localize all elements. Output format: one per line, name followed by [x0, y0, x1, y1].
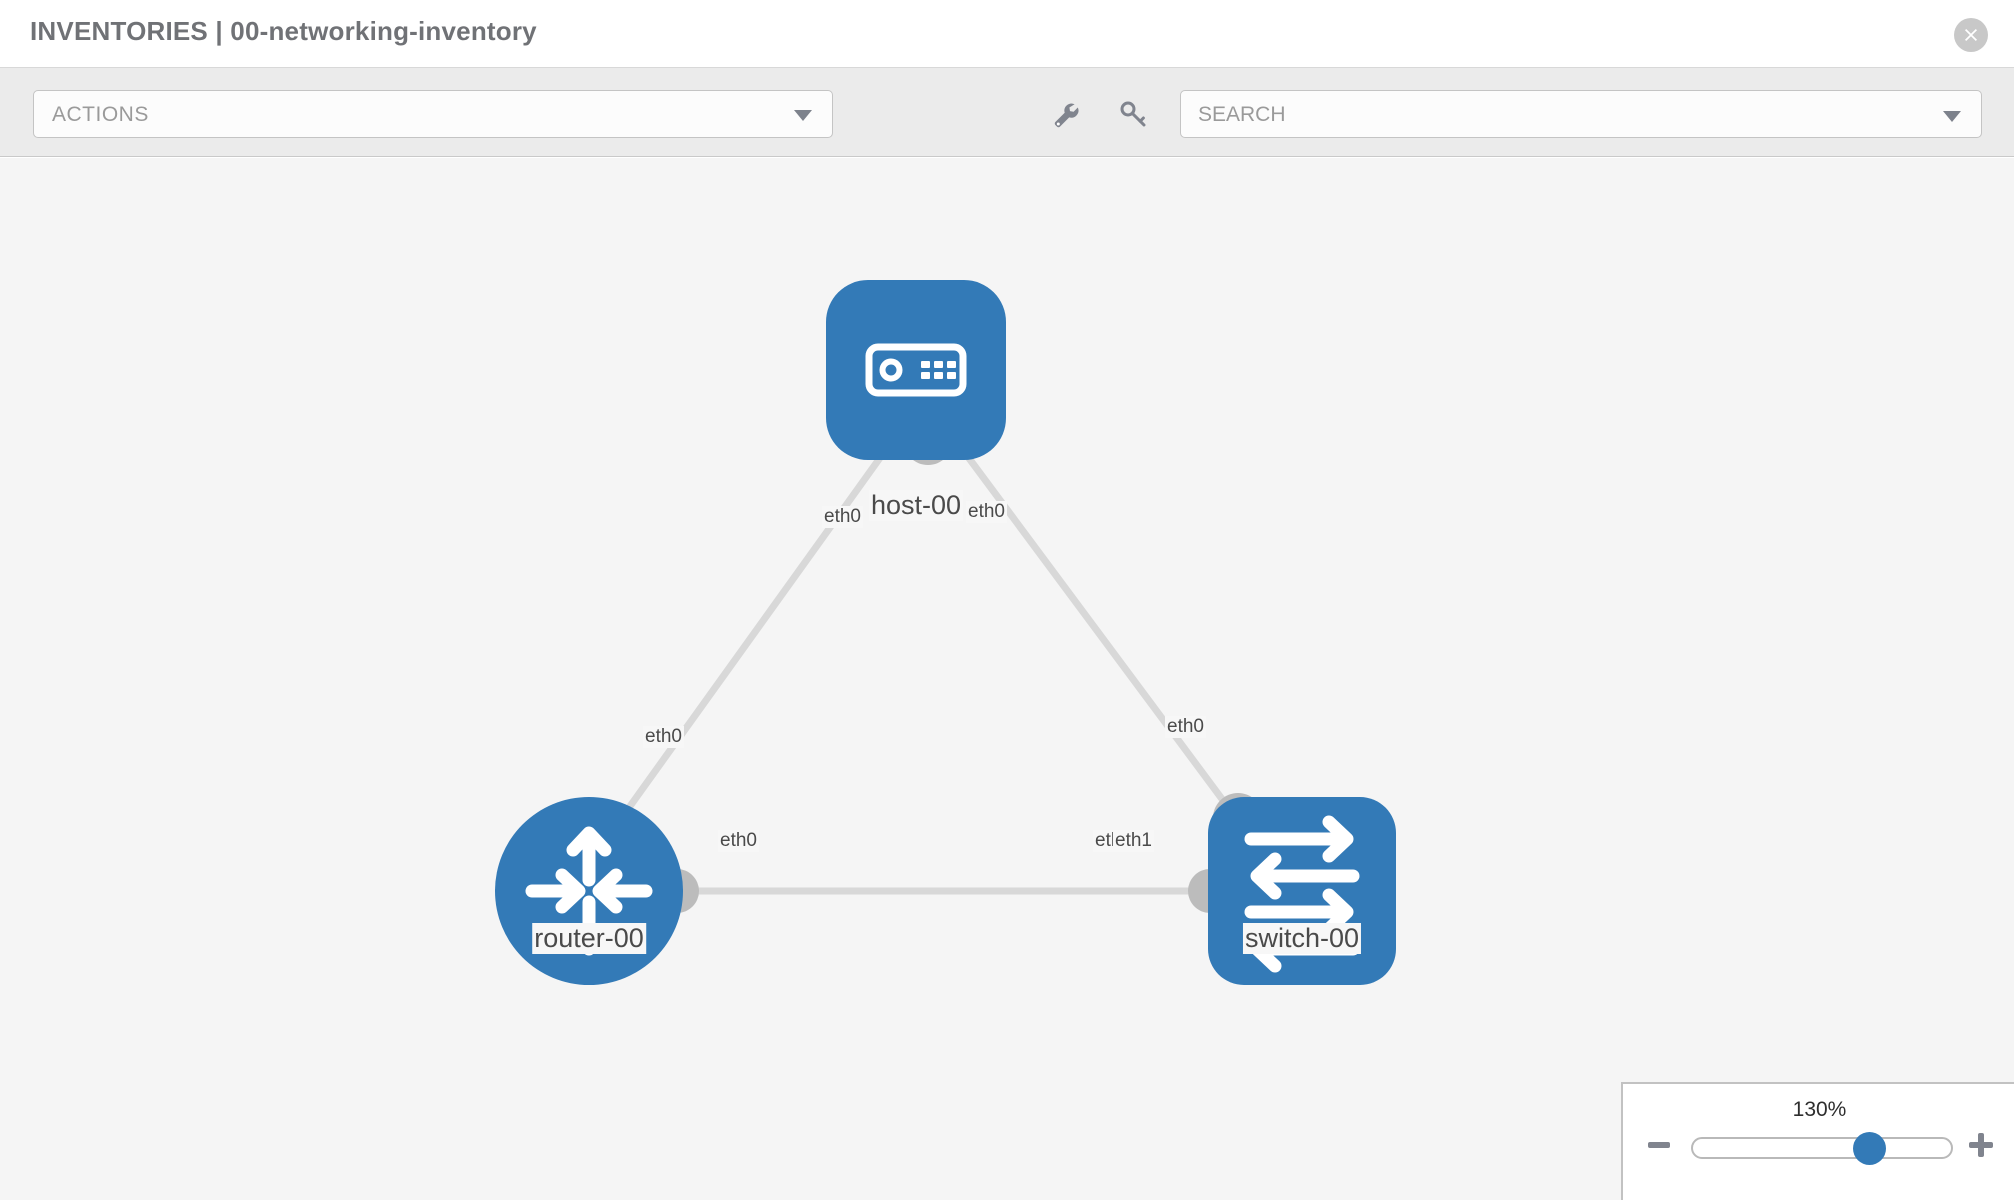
- plus-icon: [1969, 1133, 1993, 1157]
- wrench-icon: [1054, 103, 1079, 128]
- page-header: INVENTORIES | 00-networking-inventory: [0, 0, 2014, 68]
- edge-label-switch00-eth0-up: eth0: [1165, 716, 1206, 738]
- close-button[interactable]: [1954, 18, 1988, 52]
- zoom-in-button[interactable]: [1963, 1127, 1999, 1163]
- key-icon: [1120, 101, 1146, 127]
- minus-icon: [1648, 1142, 1670, 1148]
- edge-label-router00-eth0-up: eth0: [643, 726, 684, 748]
- node-host-00[interactable]: [826, 280, 1006, 460]
- node-label-host-00: host-00: [868, 490, 964, 521]
- zoom-slider-handle[interactable]: [1853, 1132, 1886, 1165]
- node-label-router-00: router-00: [532, 923, 646, 954]
- edge-host00-switch00[interactable]: [945, 427, 1248, 833]
- actions-dropdown[interactable]: ACTIONS: [33, 90, 833, 138]
- search-input[interactable]: SEARCH: [1180, 90, 1982, 138]
- node-switch-00[interactable]: [1208, 797, 1396, 985]
- close-icon: [1965, 29, 1977, 41]
- search-placeholder: SEARCH: [1198, 103, 1286, 126]
- edge-label-switch00-eth1-left: eth1: [1113, 830, 1154, 852]
- zoom-level-value: 130%: [1792, 1098, 1847, 1121]
- edge-label-host00-eth0-right: eth0: [966, 501, 1007, 523]
- edge-host00-router00[interactable]: [597, 427, 903, 851]
- edge-label-host00-eth0-left: eth0: [822, 506, 863, 528]
- chevron-down-icon: [1943, 111, 1961, 122]
- chevron-down-icon: [794, 110, 812, 121]
- zoom-slider[interactable]: [1691, 1132, 1953, 1165]
- wrench-button[interactable]: [1045, 94, 1085, 134]
- topology-canvas[interactable]: host-00 router-00 switch-00 eth0 eth0 et…: [0, 158, 2014, 1200]
- actions-dropdown-label: ACTIONS: [52, 103, 149, 126]
- topology-graph: [495, 280, 1396, 985]
- page-title: INVENTORIES | 00-networking-inventory: [30, 16, 537, 46]
- topology-edges: [597, 427, 1248, 895]
- node-router-00[interactable]: [495, 797, 683, 985]
- node-label-switch-00: switch-00: [1242, 923, 1362, 954]
- toolbar: ACTIONS SEARCH: [0, 68, 2014, 157]
- zoom-control-panel: 130%: [1621, 1082, 2014, 1200]
- zoom-out-button[interactable]: [1641, 1127, 1677, 1163]
- edge-label-router00-eth0-right: eth0: [718, 830, 759, 852]
- key-button[interactable]: [1113, 94, 1153, 134]
